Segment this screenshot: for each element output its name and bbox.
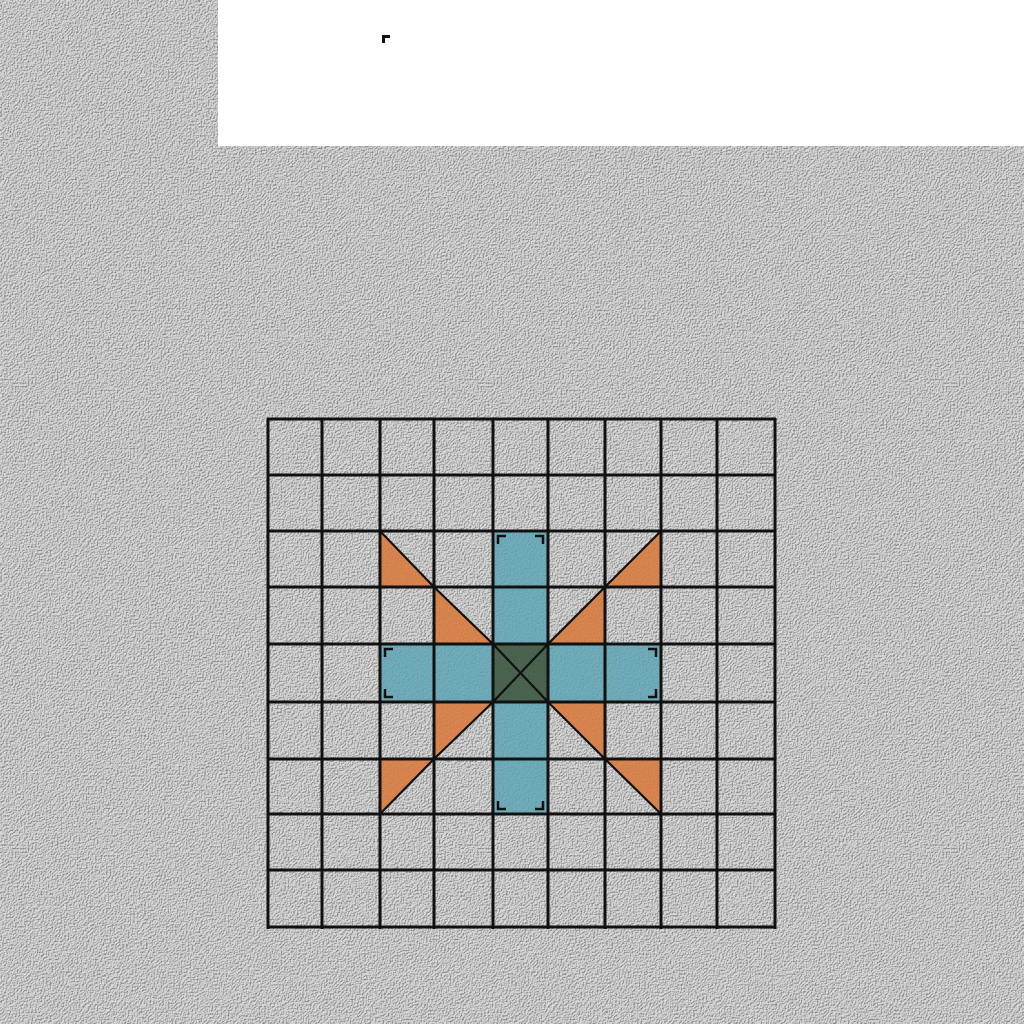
corner-bracket-icon bbox=[383, 689, 393, 699]
board-cell-r5-c4-blue-square[interactable] bbox=[493, 702, 548, 759]
board-cell-r2-c6-diagonal-line bbox=[604, 530, 662, 588]
board-corner-marks bbox=[383, 534, 658, 811]
board-cell-r4-c5-blue-square[interactable] bbox=[548, 644, 605, 702]
center-diagonal-line bbox=[492, 643, 549, 703]
corner-bracket-icon bbox=[496, 534, 506, 544]
board-cell-r3-c5-diagonal-line bbox=[547, 586, 606, 645]
board-cell-r4-c3-blue-square[interactable] bbox=[434, 644, 493, 702]
board-cell-r2-c4-blue-square[interactable] bbox=[493, 531, 548, 587]
corner-bracket-icon bbox=[535, 801, 545, 811]
board-cell-r4-c6-blue-square[interactable] bbox=[605, 644, 661, 702]
corner-bracket-icon bbox=[383, 647, 393, 657]
corner-marker-icon bbox=[382, 35, 390, 43]
board-cell-r6-c6-diagonal-line bbox=[604, 758, 662, 815]
board-cell-r3-c3-diagonal-line bbox=[433, 586, 494, 645]
board-cell-r6-c2-diagonal-line bbox=[379, 758, 435, 815]
board-cell-r4-c2-blue-square[interactable] bbox=[380, 644, 434, 702]
board-cell-r2-c2-diagonal-line bbox=[379, 530, 435, 588]
corner-bracket-icon bbox=[535, 534, 545, 544]
corner-bracket-icon bbox=[648, 647, 658, 657]
board-cell-r5-c5-diagonal-line bbox=[547, 701, 606, 760]
board-cell-r5-c3-diagonal-line bbox=[433, 701, 494, 760]
corner-bracket-icon bbox=[496, 801, 506, 811]
corner-bracket-icon bbox=[648, 689, 658, 699]
board-grid-lines bbox=[266, 417, 777, 929]
top-white-panel bbox=[218, 0, 1024, 146]
board-cell-r6-c4-blue-square[interactable] bbox=[493, 759, 548, 814]
board-cell-r3-c4-blue-square[interactable] bbox=[493, 587, 548, 644]
